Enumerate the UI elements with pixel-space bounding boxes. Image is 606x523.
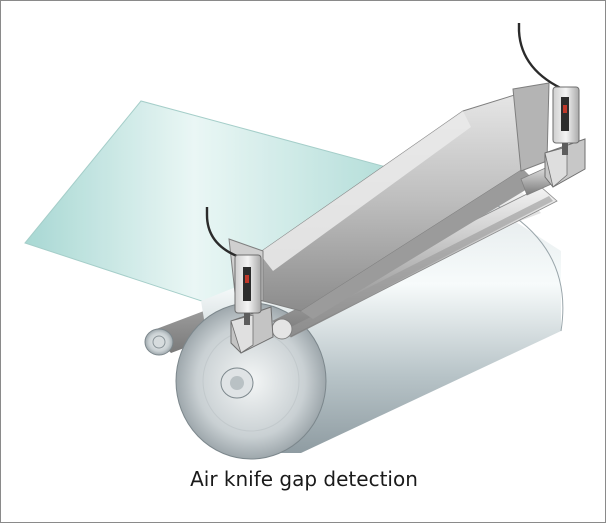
air-knife-illustration xyxy=(24,23,586,460)
air-knife-icon xyxy=(228,82,550,319)
right-displacement-sensor-icon xyxy=(517,23,580,155)
right-sensor-cable-icon xyxy=(517,23,568,93)
right-mounting-bracket-icon xyxy=(544,138,586,188)
figure-caption: Air knife gap detection xyxy=(190,467,418,491)
drum-roll-icon xyxy=(175,192,564,460)
left-displacement-sensor-icon xyxy=(205,207,262,325)
